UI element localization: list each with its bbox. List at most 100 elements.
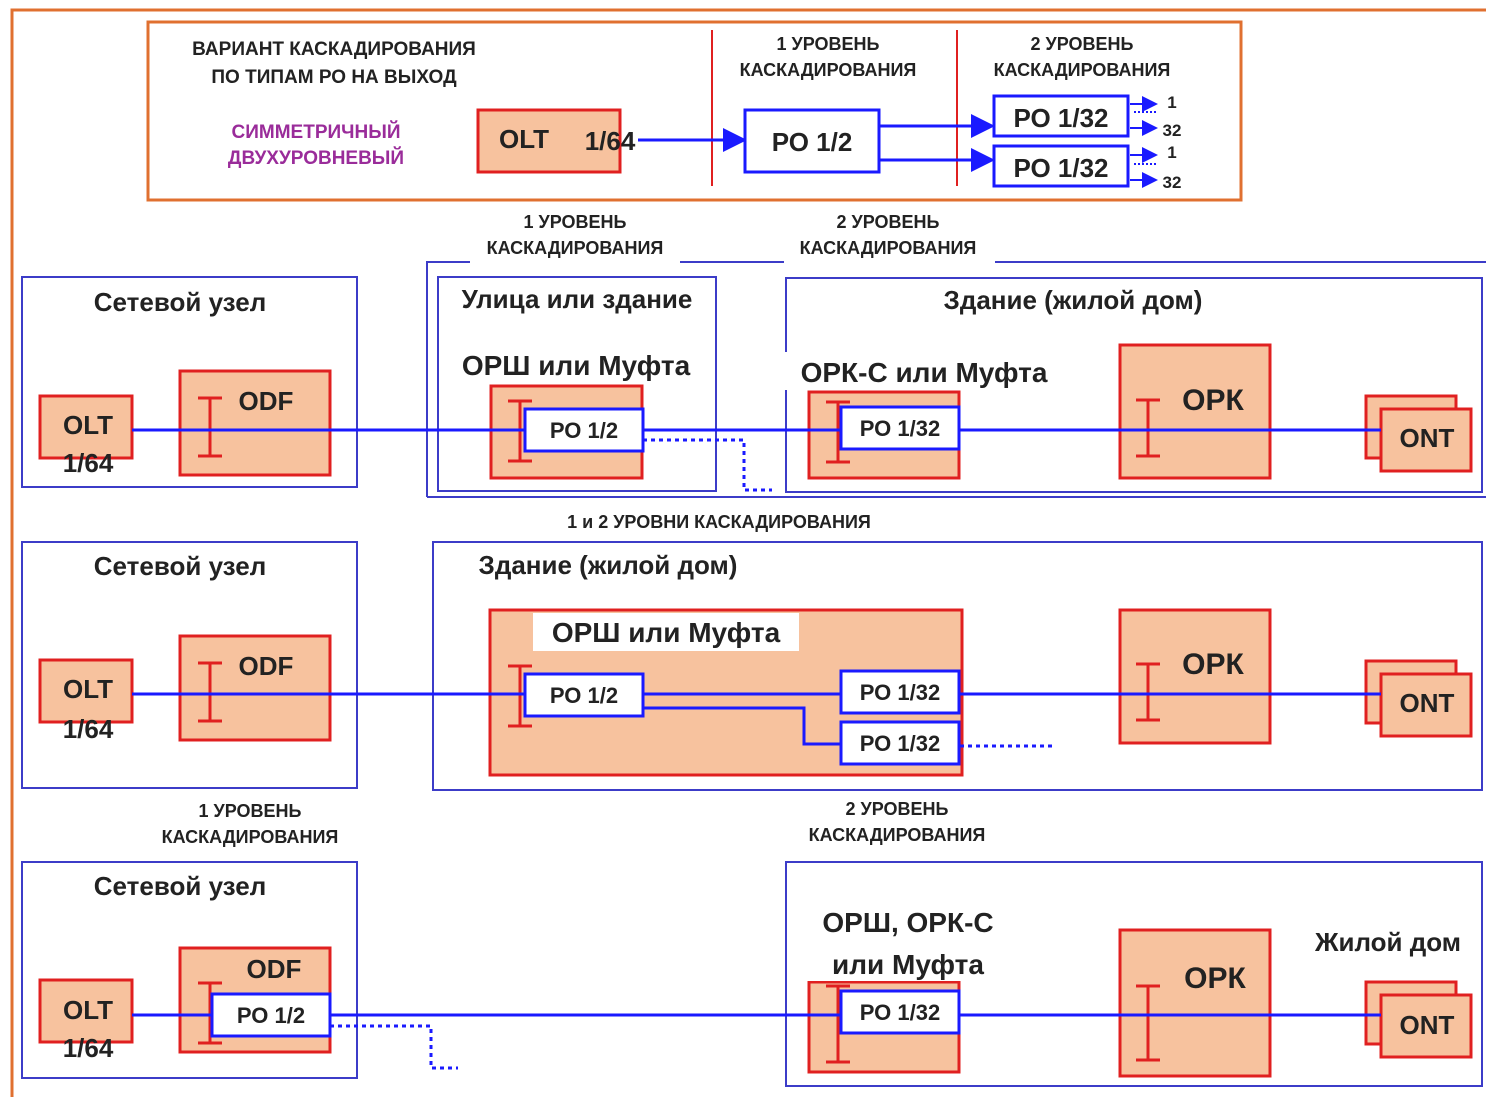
legend-title-line1: ВАРИАНТ КАСКАДИРОВАНИЯ: [192, 39, 476, 60]
row3-olt-label: OLT: [63, 995, 113, 1025]
row3-box-label-line1: ОРШ, ОРК-С: [822, 907, 993, 938]
row3-level1-line1: 1 УРОВЕНЬ: [199, 801, 302, 821]
row2-network-node-title: Сетевой узел: [94, 551, 267, 581]
row3-po12-label: РО 1/2: [237, 1003, 305, 1028]
row1-po12-box: [523, 407, 645, 453]
row2-po132a-label: РО 1/32: [860, 680, 940, 705]
legend-level2-line1: 2 УРОВЕНЬ: [1031, 34, 1134, 54]
row3-box-label-bg: [806, 903, 1006, 981]
row2-ont-box: [1379, 672, 1473, 738]
row1-level1-line2: КАСКАДИРОВАНИЯ: [487, 238, 664, 258]
row3-fiber-branch-dotted: [330, 1024, 458, 1070]
row3-network-node-title: Сетевой узел: [94, 871, 267, 901]
row2-fiber-branch: [643, 706, 841, 746]
row3-ork-label: ОРК: [1184, 962, 1246, 995]
row2-po132b-box: [839, 720, 961, 766]
legend-olt-label: OLT: [499, 124, 549, 154]
row1-olt-ratio: 1/64: [63, 448, 114, 478]
row3-box-label-line2: или Муфта: [832, 949, 984, 980]
row2-po12-box: [523, 672, 645, 718]
legend-level1-line2: КАСКАДИРОВАНИЯ: [740, 60, 917, 80]
row1-network-node-title: Сетевой узел: [94, 287, 267, 317]
row1-po132-label: РО 1/32: [860, 416, 940, 441]
row1-po12-label: РО 1/2: [550, 418, 618, 443]
row3-ork-box: [1118, 928, 1272, 1078]
legend-po12-label: РО 1/2: [772, 127, 853, 157]
row1-odf-port-icon: [198, 396, 222, 458]
row1-olt-label: OLT: [63, 410, 113, 440]
row1-ork-label: ОРК: [1182, 384, 1244, 417]
row2-olt-box: [38, 658, 134, 724]
row3-ont-box: [1379, 993, 1473, 1059]
page-border: [10, 8, 1486, 1097]
row3-level2-line2: КАСКАДИРОВАНИЯ: [809, 825, 986, 845]
row1-orsh-label-bg: [444, 346, 708, 384]
row2-odf-box: [178, 634, 332, 742]
row1-level1-line1: 1 УРОВЕНЬ: [524, 212, 627, 232]
row2-orsh-port-icon: [508, 664, 532, 728]
row1-level2-line2: КАСКАДИРОВАНИЯ: [800, 238, 977, 258]
row1-fiber-branch-dotted: [643, 438, 772, 492]
row1-olt-box: [38, 394, 134, 460]
row1-building-title: Здание (жилой дом): [944, 285, 1203, 315]
legend-po132a-label: РО 1/32: [1013, 103, 1108, 133]
row2-po132b-label: РО 1/32: [860, 731, 940, 756]
row2-levels-caption: 1 и 2 УРОВНИ КАСКАДИРОВАНИЯ: [567, 512, 871, 532]
legend-panel: ВАРИАНТ КАСКАДИРОВАНИЯ ПО ТИПАМ РО НА ВЫ…: [146, 20, 1243, 202]
legend-po132b-label: РО 1/32: [1013, 153, 1108, 183]
row1-ont-label: ONT: [1400, 423, 1455, 453]
row1-ork-box: [1118, 343, 1272, 480]
row1-bracket-left: [426, 261, 470, 497]
row3-po132-label: РО 1/32: [860, 1000, 940, 1025]
row2-ont-label: ONT: [1400, 688, 1455, 718]
row2-olt-label: OLT: [63, 674, 113, 704]
row1-orks-label-bg: [778, 352, 1070, 390]
row3-ont-label: ONT: [1400, 1010, 1455, 1040]
row1-orsh-label: ОРШ или Муфта: [462, 350, 691, 381]
legend-olt-box: [476, 108, 622, 174]
row2-orsh-label-bg: [533, 613, 799, 651]
row1-ont-box: [1379, 407, 1473, 473]
row2-scheme: 1 и 2 УРОВНИ КАСКАДИРОВАНИЯ Сетевой узел…: [21, 512, 1483, 791]
legend-out-b-last: 32: [1163, 173, 1182, 192]
legend-out-a-first: 1: [1167, 93, 1176, 112]
row1-ork-port-icon: [1136, 398, 1160, 458]
legend-olt-ratio: 1/64: [585, 126, 636, 156]
row2-olt-ratio: 1/64: [63, 714, 114, 744]
row2-ork-label: ОРК: [1182, 648, 1244, 681]
row3-olt-box: [38, 978, 134, 1044]
row3-po132-box: [839, 989, 961, 1035]
legend-level2-line2: КАСКАДИРОВАНИЯ: [994, 60, 1171, 80]
row3-box-port-icon: [826, 984, 850, 1064]
row3-scheme: 1 УРОВЕНЬ КАСКАДИРОВАНИЯ 2 УРОВЕНЬ КАСКА…: [21, 799, 1483, 1087]
row3-level1-line2: КАСКАДИРОВАНИЯ: [162, 827, 339, 847]
row2-ork-box: [1118, 608, 1272, 745]
row1-odf-box: [178, 369, 332, 477]
row3-po12-box: [210, 992, 332, 1038]
row3-odf-label: ODF: [247, 954, 302, 984]
row3-house-title: Жилой дом: [1314, 927, 1461, 957]
row1-orks-port-icon: [826, 400, 850, 464]
row2-po12-label: РО 1/2: [550, 683, 618, 708]
row1-scheme: 1 УРОВЕНЬ КАСКАДИРОВАНИЯ 2 УРОВЕНЬ КАСКА…: [21, 212, 1486, 498]
row2-odf-port-icon: [198, 661, 222, 723]
row1-po132-box: [839, 405, 961, 451]
legend-po132b-box: [992, 144, 1130, 188]
legend-out-a-last: 32: [1163, 121, 1182, 140]
row1-level2-line1: 2 УРОВЕНЬ: [837, 212, 940, 232]
legend-variant-line2: ДВУХУРОВНЕВЫЙ: [228, 147, 404, 169]
row1-street-title: Улица или здание: [462, 284, 693, 314]
row3-level2-line1: 2 УРОВЕНЬ: [846, 799, 949, 819]
row1-orks-label: ОРК-С или Муфта: [801, 357, 1048, 388]
row2-ork-port-icon: [1136, 662, 1160, 722]
legend-out-b-first: 1: [1167, 143, 1176, 162]
row2-building-title: Здание (жилой дом): [479, 550, 738, 580]
legend-variant-line1: СИММЕТРИЧНЫЙ: [232, 121, 401, 143]
row1-odf-label: ODF: [239, 386, 294, 416]
legend-po132a-box: [992, 94, 1130, 138]
row3-olt-ratio: 1/64: [63, 1033, 114, 1063]
row3-odf-port-icon: [198, 981, 222, 1045]
legend-level1-line1: 1 УРОВЕНЬ: [777, 34, 880, 54]
row3-ork-port-icon: [1136, 984, 1160, 1062]
